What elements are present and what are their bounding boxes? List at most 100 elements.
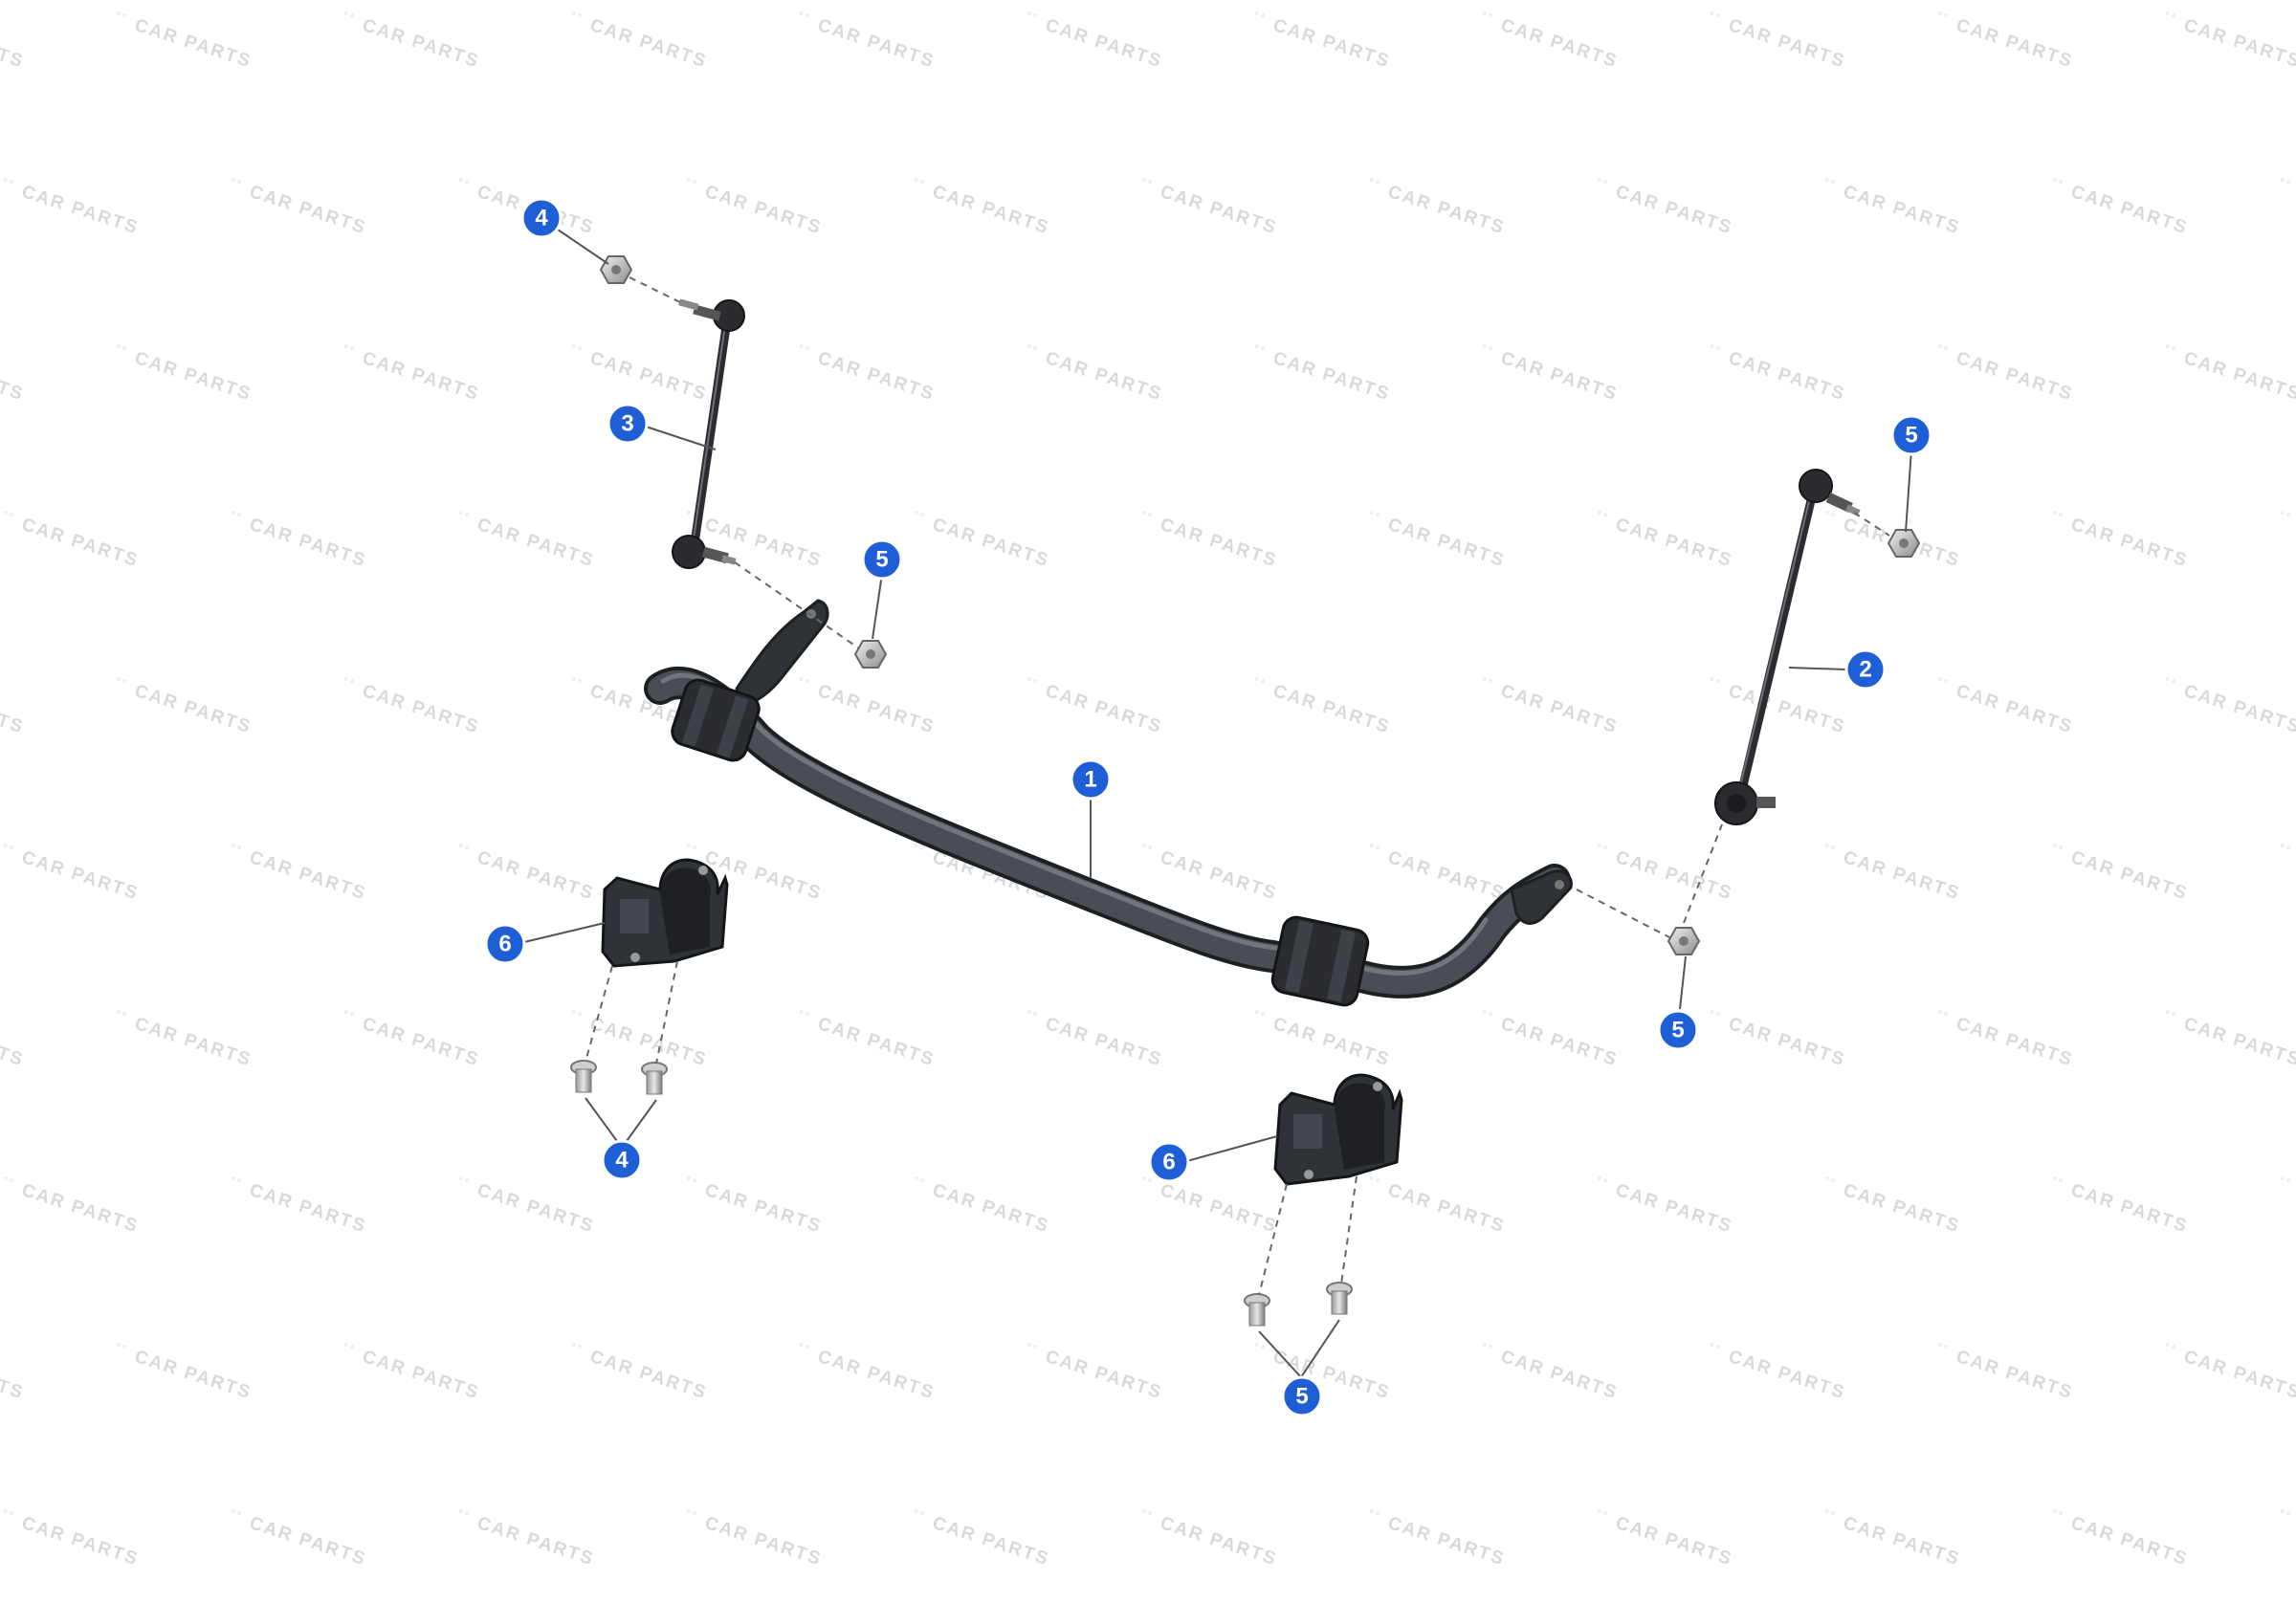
watermark-text: CAR PARTS xyxy=(1841,1513,1963,1569)
watermark: ∘∘CAR PARTS xyxy=(1479,1006,1621,1071)
watermark: ∘∘CAR PARTS xyxy=(911,1505,1052,1570)
watermark-logo: ∘∘ xyxy=(1479,340,1495,356)
watermark: ∘∘CAR PARTS xyxy=(341,8,482,73)
watermark-logo: ∘∘ xyxy=(0,1505,16,1521)
watermark-text: CAR PARTS xyxy=(1498,1014,1621,1070)
watermark-logo: ∘∘ xyxy=(796,1339,812,1354)
watermark: ∘∘CAR PARTS xyxy=(1594,840,1735,905)
watermark-text: CAR PARTS xyxy=(1726,1347,1848,1403)
watermark-text: CAR PARTS xyxy=(1043,681,1165,737)
watermark-text: CAR PARTS xyxy=(0,1014,27,1070)
watermark: ∘∘CAR PARTS xyxy=(0,348,27,405)
watermark: ∘∘CAR PARTS xyxy=(0,681,27,737)
watermark-text: CAR PARTS xyxy=(1613,847,1735,904)
watermark: ∘∘CAR PARTS xyxy=(1934,1006,2075,1071)
watermark-text: CAR PARTS xyxy=(2068,182,2191,238)
callout-3a: 3 xyxy=(607,403,649,445)
watermark-text: CAR PARTS xyxy=(0,15,27,72)
watermark-text: CAR PARTS xyxy=(930,515,1052,571)
watermark-text: CAR PARTS xyxy=(2181,681,2296,737)
watermark-logo: ∘∘ xyxy=(341,8,357,23)
watermark-text: CAR PARTS xyxy=(247,182,369,238)
watermark: ∘∘CAR PARTS xyxy=(2049,840,2190,905)
watermark-text: CAR PARTS xyxy=(247,515,369,571)
callout-2a-label: 2 xyxy=(1859,657,1871,683)
watermark-logo: ∘∘ xyxy=(228,507,244,522)
watermark: ∘∘CAR PARTS xyxy=(1251,340,1393,406)
watermark-logo: ∘∘ xyxy=(2162,340,2178,356)
watermark: ∘∘CAR PARTS xyxy=(911,507,1052,572)
watermark: ∘∘CAR PARTS xyxy=(1138,507,1279,572)
watermark-text: CAR PARTS xyxy=(1270,348,1393,405)
watermark-logo: ∘∘ xyxy=(2162,1006,2178,1021)
watermark-text: CAR PARTS xyxy=(1954,1347,2076,1403)
watermark-text: CAR PARTS xyxy=(2181,15,2296,72)
watermark-logo: ∘∘ xyxy=(341,1006,357,1021)
watermark: ∘∘CAR PARTS xyxy=(2277,507,2293,522)
watermark-text: CAR PARTS xyxy=(2181,1014,2296,1070)
watermark: ∘∘CAR PARTS xyxy=(1366,1505,1508,1570)
watermark-logo: ∘∘ xyxy=(1251,8,1268,23)
callout-2a: 2 xyxy=(1844,648,1887,691)
watermark-text: CAR PARTS xyxy=(702,1513,825,1569)
watermark: ∘∘CAR PARTS xyxy=(2049,1505,2190,1570)
watermark-text: CAR PARTS xyxy=(702,515,825,571)
callout-5c: 5 xyxy=(1890,414,1932,456)
watermark-text: CAR PARTS xyxy=(1613,182,1735,238)
watermark-text: CAR PARTS xyxy=(360,681,482,737)
watermark: ∘∘CAR PARTS xyxy=(2162,1339,2296,1404)
watermark: ∘∘CAR PARTS xyxy=(1138,840,1279,905)
watermark: ∘∘CAR PARTS xyxy=(568,1339,709,1404)
callout-5c-label: 5 xyxy=(1905,423,1917,449)
watermark-text: CAR PARTS xyxy=(1613,515,1735,571)
watermark-text: CAR PARTS xyxy=(1613,1513,1735,1569)
watermark: ∘∘CAR PARTS xyxy=(1251,673,1392,738)
watermark-text: CAR PARTS xyxy=(1498,1347,1621,1403)
watermark-text: CAR PARTS xyxy=(1385,1513,1508,1569)
watermark: ∘∘CAR PARTS xyxy=(1251,8,1392,73)
watermark: ∘∘CAR PARTS xyxy=(1934,340,2075,406)
watermark: ∘∘CAR PARTS xyxy=(1594,174,1735,239)
watermark-text: CAR PARTS xyxy=(360,15,482,72)
watermark: ∘∘CAR PARTS xyxy=(113,673,254,738)
watermark-logo: ∘∘ xyxy=(113,1339,129,1354)
watermark-text: CAR PARTS xyxy=(1726,681,1848,737)
watermark: ∘∘CAR PARTS xyxy=(228,507,369,572)
watermark-layer: ∘∘CAR PARTS∘∘CAR PARTS∘∘CAR PARTS∘∘CAR P… xyxy=(0,8,2296,1570)
watermark: ∘∘CAR PARTS xyxy=(796,8,938,73)
watermark-logo: ∘∘ xyxy=(2049,1505,2065,1521)
watermark-text: CAR PARTS xyxy=(815,15,938,72)
watermark: ∘∘CAR PARTS xyxy=(1594,507,1735,572)
watermark-logo: ∘∘ xyxy=(1479,1006,1495,1021)
watermark-logo: ∘∘ xyxy=(568,8,585,23)
watermark-text: CAR PARTS xyxy=(930,1513,1052,1569)
watermark-logo: ∘∘ xyxy=(228,840,244,855)
watermark: ∘∘CAR PARTS xyxy=(0,1173,141,1238)
watermark-logo: ∘∘ xyxy=(1251,673,1268,689)
watermark-logo: ∘∘ xyxy=(796,340,812,356)
watermark-text: CAR PARTS xyxy=(475,515,597,571)
watermark-text: CAR PARTS xyxy=(1726,15,1848,72)
watermark-logo: ∘∘ xyxy=(113,1006,129,1021)
watermark-logo: ∘∘ xyxy=(2049,174,2065,189)
watermark-text: CAR PARTS xyxy=(702,182,825,238)
watermark-logo: ∘∘ xyxy=(2277,840,2293,855)
watermark-logo: ∘∘ xyxy=(568,1006,585,1021)
leader-lines xyxy=(523,227,1912,1379)
watermark: ∘∘CAR PARTS xyxy=(1024,1339,1164,1404)
watermark-logo: ∘∘ xyxy=(1138,1505,1155,1521)
watermark-text: CAR PARTS xyxy=(132,1347,254,1403)
left-bushing-bracket xyxy=(601,858,729,968)
watermark-text: CAR PARTS xyxy=(1726,1014,1848,1070)
watermark-text: CAR PARTS xyxy=(702,1180,825,1237)
watermark: ∘∘CAR PARTS xyxy=(1821,1173,1962,1238)
watermark-logo: ∘∘ xyxy=(2049,1173,2065,1188)
left-link-top-nut xyxy=(599,255,633,284)
watermark-logo: ∘∘ xyxy=(1707,1006,1723,1021)
watermark: ∘∘CAR PARTS xyxy=(796,1339,937,1404)
watermark-text: CAR PARTS xyxy=(1158,182,1280,238)
watermark: ∘∘CAR PARTS xyxy=(1821,1505,1963,1570)
watermark-logo: ∘∘ xyxy=(1934,340,1951,356)
watermark: ∘∘CAR PARTS xyxy=(911,174,1051,239)
